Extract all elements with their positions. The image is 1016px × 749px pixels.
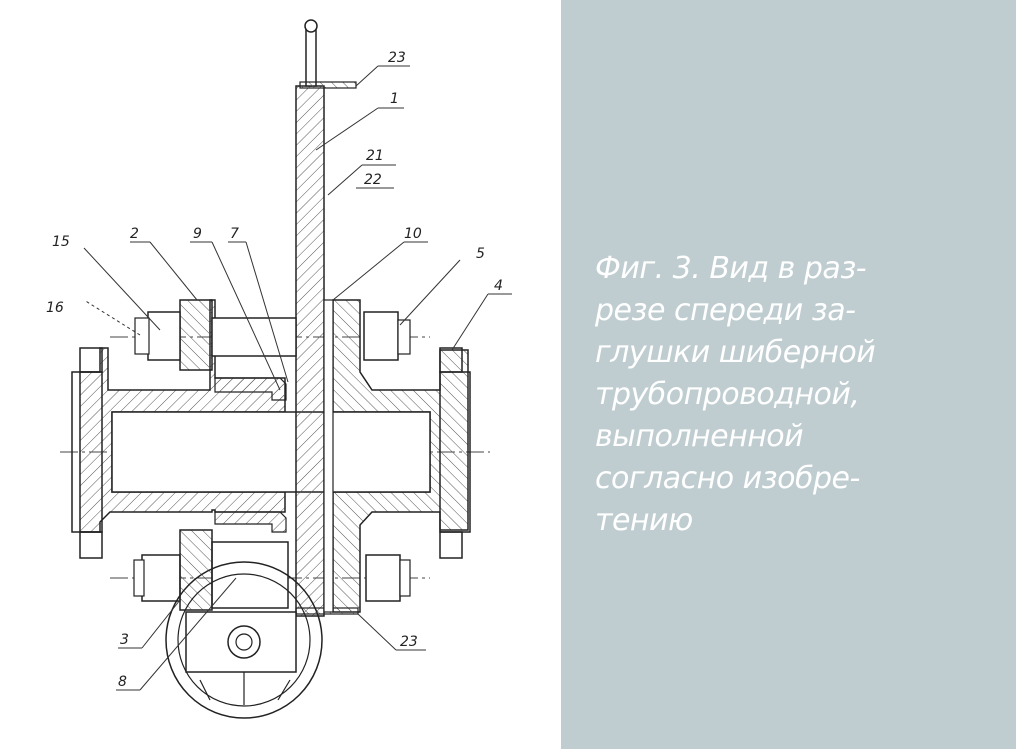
left-rim-bottom-lip (79, 531, 103, 559)
label-part-23-bottom: 23 (400, 634, 418, 650)
label-part-4: 4 (494, 278, 503, 294)
label-part-2: 2 (130, 226, 139, 242)
label-part-15: 15 (52, 234, 70, 250)
gasket (323, 299, 334, 613)
handle-rod (305, 25, 317, 87)
technical-drawing-panel: 23 1 21 22 10 5 4 2 9 7 15 16 3 8 23 (0, 0, 561, 749)
lower-bracket-3 (179, 529, 213, 611)
bore (111, 411, 431, 493)
gate-valve-plug-section-drawing: 23 1 21 22 10 5 4 2 9 7 15 16 3 8 23 (46, 19, 512, 719)
top-cover-plate (299, 81, 357, 89)
leader-lines (83, 65, 512, 691)
left-rim-top-lip (79, 347, 103, 373)
caption-line: резе спереди за- (595, 293, 856, 328)
washer-bottom-left (133, 559, 145, 597)
caption-line: трубопроводной, (595, 377, 860, 412)
hand-wheel-outer (165, 561, 323, 719)
seat-ring-bottom (214, 511, 287, 533)
caption-line: согласно изобре- (595, 461, 860, 496)
label-part-8: 8 (118, 674, 127, 690)
hand-wheel-inner (177, 573, 311, 707)
label-part-16: 16 (46, 300, 64, 316)
label-part-23-top: 23 (388, 50, 406, 66)
figure-caption: Фиг. 3. Вид в раз- резе спереди за- глуш… (595, 248, 995, 542)
label-part-21: 21 (366, 148, 384, 164)
caption-line: выполненной (595, 419, 804, 454)
label-part-3: 3 (120, 632, 129, 648)
nut-bottom-right (365, 554, 401, 602)
nut-top-left (147, 311, 181, 361)
caption-line: Фиг. 3. Вид в раз- (595, 251, 867, 286)
nut-bottom-left (141, 554, 181, 602)
caption-line: тению (595, 503, 693, 538)
washer-bottom-right (399, 559, 411, 597)
handle-knob (304, 19, 318, 33)
label-part-7: 7 (230, 226, 239, 242)
nut-top-right (363, 311, 399, 361)
wheel-spokes (199, 672, 291, 705)
flange-block-left (179, 299, 213, 371)
label-part-5: 5 (476, 246, 485, 262)
seat-ring-top (214, 377, 287, 401)
lower-block-8 (211, 541, 289, 609)
washer-top-left (134, 317, 150, 355)
label-part-9: 9 (193, 226, 202, 242)
gate-plate (295, 85, 325, 617)
label-part-22: 22 (364, 172, 382, 188)
right-rim-top-lip (439, 347, 463, 373)
washer-top-right (397, 319, 411, 355)
label-part-1: 1 (390, 91, 399, 107)
right-rim-bottom-lip (439, 531, 463, 559)
caption-line: глушки шиберной (595, 335, 876, 370)
bolt-shank-top (211, 317, 297, 357)
label-part-10: 10 (404, 226, 422, 242)
wheel-hub-inner (235, 633, 253, 651)
